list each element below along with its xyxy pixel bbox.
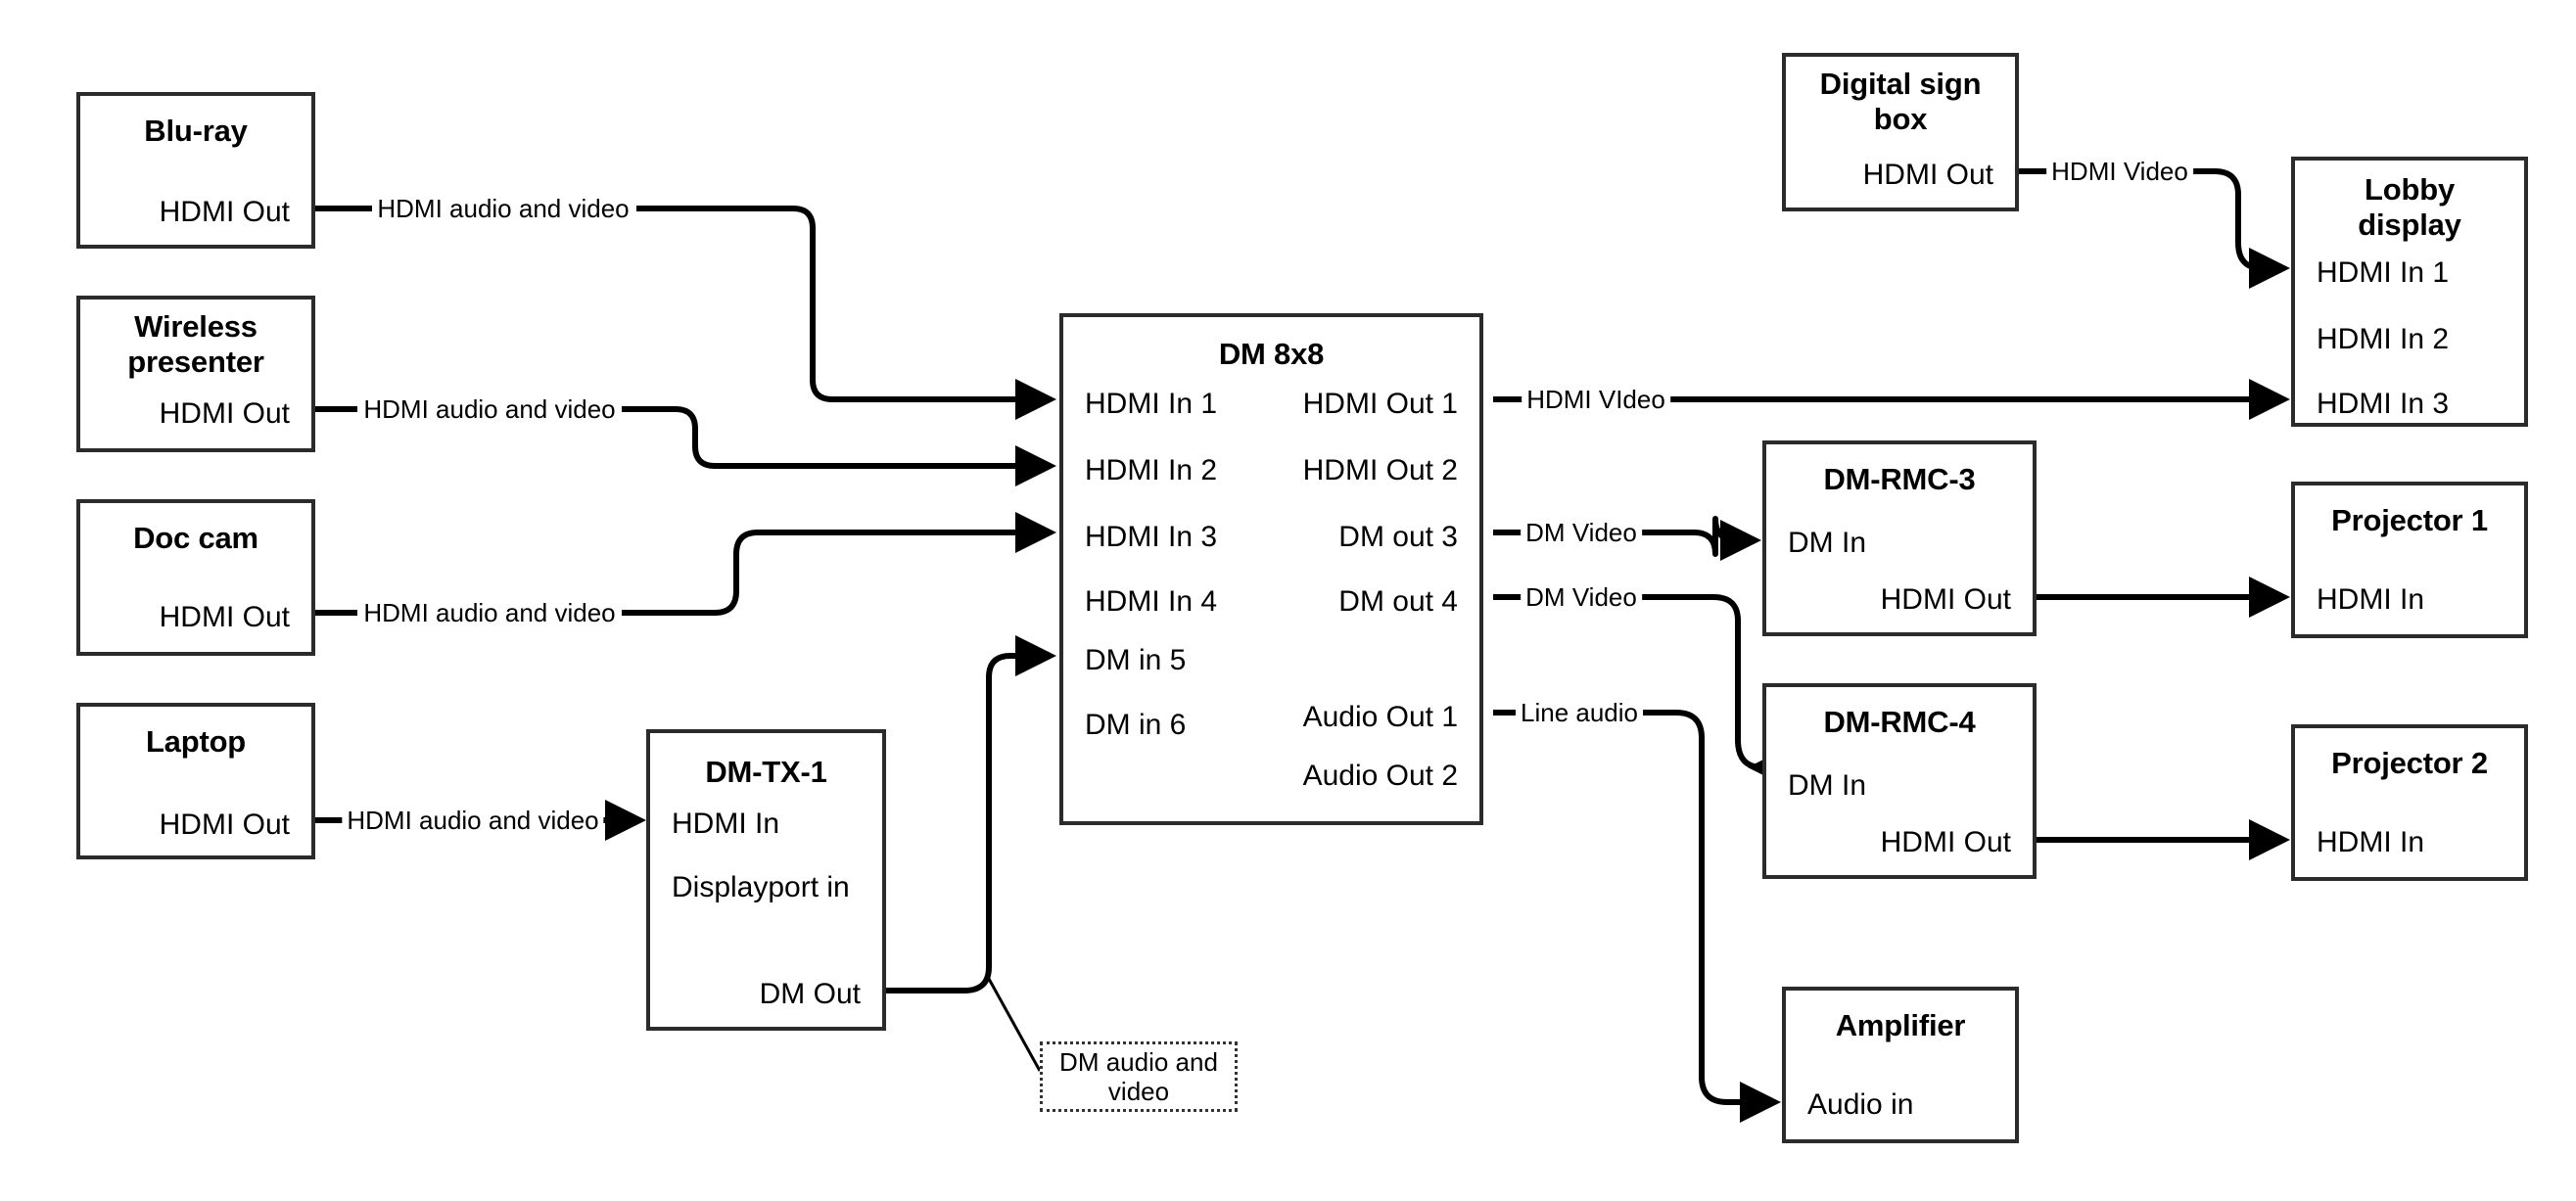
wire-dm-out-4-to-rmc4 (1493, 594, 1762, 767)
node-projector-1[interactable]: Projector 1 HDMI In (2291, 482, 2528, 638)
node-laptop-title: Laptop (145, 724, 247, 759)
node-laptop[interactable]: Laptop HDMI Out (76, 703, 315, 859)
node-lobby-display-title-line2: display (2358, 208, 2461, 242)
node-projector-1-port-hdmi-in: HDMI In (2317, 583, 2425, 616)
node-dm-tx-1-title: DM-TX-1 (705, 755, 827, 789)
node-dm-rmc-4[interactable]: DM-RMC-4 DM In HDMI Out (1762, 683, 2037, 879)
node-dm-8x8-output-audio-out-2: Audio Out 2 (1302, 760, 1458, 792)
node-dm-tx-1-port-displayport-in: Displayport in (672, 871, 850, 903)
node-wireless-presenter[interactable]: Wireless presenter HDMI Out (76, 296, 315, 452)
note-dm-audio-and-video: DM audio and video (1040, 1041, 1238, 1112)
node-laptop-port-hdmi-out: HDMI Out (159, 808, 290, 841)
node-dm-8x8-output-dm-out-4: DM out 4 (1338, 585, 1458, 618)
edge-label-audio-out-1-to-amplifier: Line audio (1516, 699, 1643, 726)
node-bluray-title: Blu-ray (144, 114, 248, 148)
edge-label-hdmi-out-1-to-lobby: HDMI VIdeo (1522, 386, 1670, 413)
node-lobby-display-input-hdmi-in-1: HDMI In 1 (2317, 256, 2450, 289)
node-doc-cam-port-hdmi-out: HDMI Out (159, 601, 290, 633)
node-dm-rmc-4-title: DM-RMC-4 (1823, 705, 1976, 739)
node-dm-rmc-3-port-hdmi-out: HDMI Out (1880, 583, 2011, 616)
node-bluray-port-hdmi-out: HDMI Out (159, 196, 290, 228)
edge-label-dm-out-4-to-rmc4: DM Video (1521, 583, 1642, 611)
node-amplifier-title: Amplifier (1835, 1008, 1966, 1042)
node-lobby-display-input-hdmi-in-2: HDMI In 2 (2317, 323, 2450, 355)
node-dm-8x8-output-dm-out-3: DM out 3 (1338, 521, 1458, 553)
node-doc-cam-title: Doc cam (133, 521, 258, 555)
node-dm-8x8-input-hdmi-in-4: HDMI In 4 (1085, 585, 1218, 618)
node-digital-sign-box-title-line2: box (1873, 102, 1928, 136)
edge-label-doccam-to-hdmi-in-3: HDMI audio and video (358, 599, 621, 626)
edge-label-wireless-to-hdmi-in-2: HDMI audio and video (358, 395, 621, 423)
node-dm-tx-1-port-dm-out: DM Out (759, 978, 861, 1010)
node-projector-2-port-hdmi-in: HDMI In (2317, 826, 2425, 858)
node-dm-8x8-input-hdmi-in-3: HDMI In 3 (1085, 521, 1218, 553)
node-dm-8x8-input-hdmi-in-2: HDMI In 2 (1085, 454, 1218, 486)
wire-audio-out-1-to-amplifier (1493, 710, 1774, 1102)
node-dm-rmc-3[interactable]: DM-RMC-3 DM In HDMI Out (1762, 440, 2037, 636)
node-doc-cam[interactable]: Doc cam HDMI Out (76, 499, 315, 656)
node-dm-tx-1-port-hdmi-in: HDMI In (672, 808, 780, 840)
node-amplifier-port-audio-in: Audio in (1807, 1088, 1914, 1121)
node-dm-rmc-4-port-dm-in: DM In (1788, 769, 1867, 802)
node-dm-8x8-input-hdmi-in-1: HDMI In 1 (1085, 388, 1218, 420)
wire-bluray-to-hdmi-in-1 (315, 206, 1050, 399)
node-digital-sign-box-port-hdmi-out: HDMI Out (1862, 159, 1993, 191)
node-dm-8x8-output-hdmi-out-2: HDMI Out 2 (1302, 454, 1458, 486)
node-dm-8x8-title: DM 8x8 (1218, 337, 1325, 371)
wire-dmtx1-to-dm-in-5 (886, 635, 1056, 993)
node-dm-tx-1[interactable]: DM-TX-1 HDMI In Displayport in DM Out (646, 729, 886, 1031)
node-dm-8x8-input-dm-in-5: DM in 5 (1085, 644, 1187, 676)
node-digital-sign-box[interactable]: Digital sign box HDMI Out (1782, 53, 2019, 211)
node-lobby-display[interactable]: Lobby display HDMI In 1 HDMI In 2 HDMI I… (2291, 157, 2528, 427)
node-projector-2[interactable]: Projector 2 HDMI In (2291, 724, 2528, 881)
node-dm-8x8-output-hdmi-out-1: HDMI Out 1 (1302, 388, 1458, 420)
node-lobby-display-title-line1: Lobby (2365, 172, 2455, 207)
node-dm-rmc-3-port-dm-in: DM In (1788, 527, 1867, 559)
node-wireless-presenter-title-line1: Wireless (134, 309, 258, 344)
edge-label-bluray-to-hdmi-in-1: HDMI audio and video (372, 195, 634, 222)
node-dm-8x8-output-audio-out-1: Audio Out 1 (1302, 701, 1458, 733)
edge-label-laptop-to-dm-tx-1: HDMI audio and video (342, 807, 604, 834)
node-wireless-presenter-port-hdmi-out: HDMI Out (159, 397, 290, 430)
node-projector-2-title: Projector 2 (2331, 746, 2488, 780)
node-amplifier[interactable]: Amplifier Audio in (1782, 987, 2019, 1143)
edge-label-sign-to-lobby: HDMI Video (2046, 158, 2193, 185)
node-lobby-display-input-hdmi-in-3: HDMI In 3 (2317, 388, 2450, 420)
node-dm-8x8-input-dm-in-6: DM in 6 (1085, 709, 1187, 741)
node-dm-rmc-3-title: DM-RMC-3 (1823, 462, 1976, 496)
node-dm-8x8[interactable]: DM 8x8 HDMI In 1 HDMI In 2 HDMI In 3 HDM… (1059, 313, 1483, 825)
edge-label-dm-out-3-to-rmc3: DM Video (1521, 519, 1642, 546)
node-wireless-presenter-title-line2: presenter (127, 345, 264, 379)
node-dm-rmc-4-port-hdmi-out: HDMI Out (1880, 826, 2011, 858)
node-digital-sign-box-title-line1: Digital sign (1819, 67, 1982, 101)
node-projector-1-title: Projector 1 (2331, 503, 2488, 537)
node-bluray[interactable]: Blu-ray HDMI Out (76, 92, 315, 249)
wire-callout-dm-audio-video (987, 978, 1042, 1072)
